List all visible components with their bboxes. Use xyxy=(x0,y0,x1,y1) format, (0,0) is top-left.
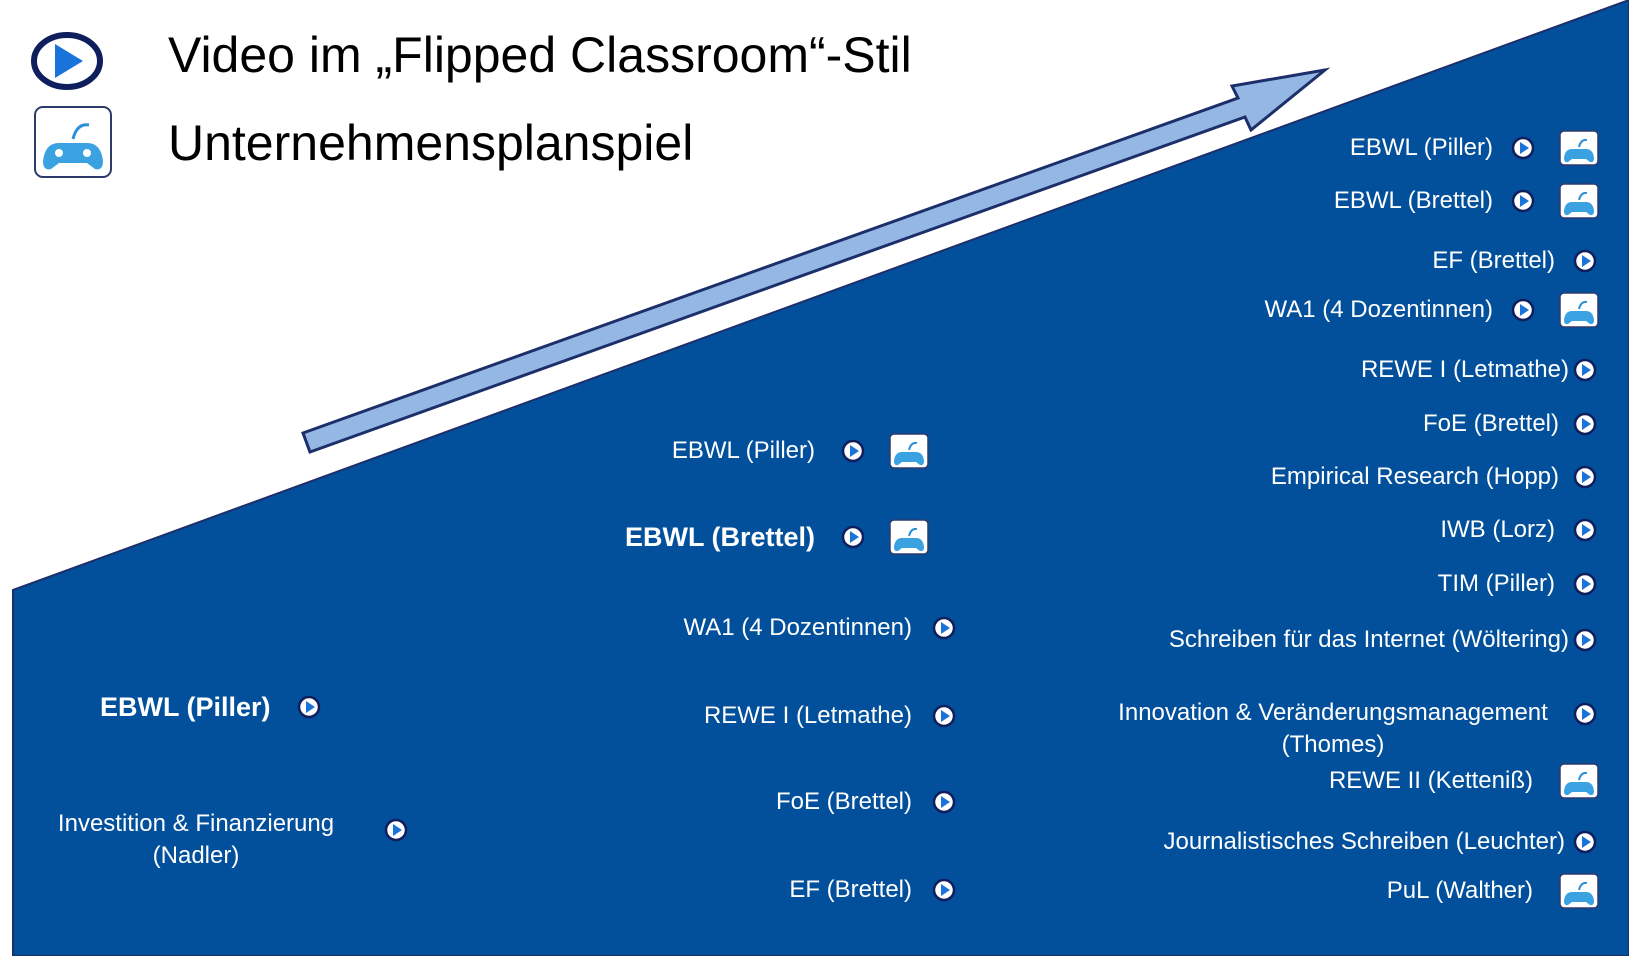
play-icon xyxy=(1511,136,1535,160)
play-icon xyxy=(384,818,408,842)
col3-item: Empirical Research (Hopp) xyxy=(1271,463,1597,491)
gamepad-icon xyxy=(1559,183,1599,219)
play-icon xyxy=(1573,572,1597,596)
col3-item-label: Innovation & Veränderungsmanagement xyxy=(1118,699,1548,726)
col2-item-label: EF (Brettel) xyxy=(789,876,912,903)
play-icon xyxy=(841,525,865,549)
growth-arrow xyxy=(301,67,1331,454)
play-icon xyxy=(1573,628,1597,652)
col3-item: FoE (Brettel) xyxy=(1423,410,1597,438)
play-icon xyxy=(1573,249,1597,273)
play-icon xyxy=(1573,412,1597,436)
col3-item-label: FoE (Brettel) xyxy=(1422,410,1559,437)
col2-item-label: EBWL (Piller) xyxy=(671,437,815,464)
play-icon xyxy=(1573,465,1597,489)
play-icon xyxy=(1511,189,1535,213)
gamepad-icon xyxy=(1559,763,1599,799)
col2-item-label: WA1 (4 Dozentinnen) xyxy=(683,614,912,641)
gamepad-icon xyxy=(889,433,929,469)
col3-item: TIM (Piller) xyxy=(1438,570,1597,598)
play-icon xyxy=(1511,298,1535,322)
play-icon xyxy=(1573,702,1597,726)
gamepad-icon xyxy=(889,519,929,555)
col2-item: EF (Brettel) xyxy=(789,876,956,904)
col1-item-label: EBWL (Piller) xyxy=(100,691,271,722)
col2-item: FoE (Brettel) xyxy=(776,788,956,816)
play-icon xyxy=(297,695,320,719)
gamepad-icon xyxy=(1559,292,1599,328)
col3-item-label: PuL (Walther) xyxy=(1386,877,1533,904)
col3-item: PuL (Walther) xyxy=(1387,873,1599,909)
col3-item-label: WA1 (4 Dozentinnen) xyxy=(1264,296,1493,323)
col3-item: Innovation & Veränderungsmanagement (Tho… xyxy=(1078,697,1588,761)
col3-item-label: EBWL (Brettel) xyxy=(1333,187,1493,214)
growth-area xyxy=(12,0,1629,956)
col1-item: Investition & Finanzierung (Nadler) xyxy=(26,808,366,872)
play-icon xyxy=(1573,358,1597,382)
col3-item: EF (Brettel) xyxy=(1432,247,1597,275)
col3-item-label: Journalistisches Schreiben (Leuchter) xyxy=(1163,828,1565,855)
play-icon xyxy=(1573,518,1597,542)
legend-game-label: Unternehmensplanspiel xyxy=(168,115,694,171)
col3-item: IWB (Lorz) xyxy=(1440,516,1597,544)
col3-item-label: REWE I (Letmathe) xyxy=(1360,356,1569,383)
col3-item-label: EBWL (Piller) xyxy=(1349,134,1493,161)
col2-item: EBWL (Brettel) xyxy=(625,519,929,555)
col3-item: EBWL (Brettel) xyxy=(1334,183,1599,219)
play-icon xyxy=(932,790,956,814)
col2-item-label: REWE I (Letmathe) xyxy=(703,702,912,729)
col3-item-label: REWE II (Ketteniß) xyxy=(1328,767,1533,794)
col3-item-label: Schreiben für das Internet (Wöltering) xyxy=(1168,626,1569,653)
col3-item: WA1 (4 Dozentinnen) xyxy=(1264,292,1599,328)
col3-item-label-line2: (Thomes) xyxy=(1281,731,1385,758)
play-icon xyxy=(932,616,956,640)
col3-item: REWE II (Ketteniß) xyxy=(1329,763,1599,799)
gamepad-icon xyxy=(1559,130,1599,166)
gamepad-icon xyxy=(34,106,112,178)
col2-item-label: FoE (Brettel) xyxy=(775,788,912,815)
col3-item-label: Empirical Research (Hopp) xyxy=(1270,463,1559,490)
play-icon xyxy=(841,439,865,463)
play-circle-icon xyxy=(31,32,103,90)
col1-item-label-line2: (Nadler) xyxy=(152,842,240,869)
play-icon xyxy=(932,878,956,902)
col2-item-label: EBWL (Brettel) xyxy=(624,521,815,552)
col2-item: REWE I (Letmathe) xyxy=(704,702,956,730)
legend-video-label: Video im „Flipped Classroom“-Stil xyxy=(168,27,912,83)
col2-item: EBWL (Piller) xyxy=(672,433,929,469)
gamepad-icon xyxy=(1559,873,1599,909)
col3-item-label: TIM (Piller) xyxy=(1437,570,1555,597)
col1-item-label: Investition & Finanzierung xyxy=(57,810,335,837)
col3-item: Journalistisches Schreiben (Leuchter) xyxy=(1163,828,1597,856)
col1-item: EBWL (Piller) xyxy=(100,692,321,723)
col3-item-label: IWB (Lorz) xyxy=(1440,516,1555,543)
col3-item: EBWL (Piller) xyxy=(1350,130,1599,166)
play-icon xyxy=(932,704,956,728)
col3-item: Schreiben für das Internet (Wöltering) xyxy=(1169,626,1597,654)
col2-item: WA1 (4 Dozentinnen) xyxy=(683,614,956,642)
play-icon xyxy=(1573,830,1597,854)
col3-item: REWE I (Letmathe) xyxy=(1361,356,1597,384)
col3-item-label: EF (Brettel) xyxy=(1432,247,1555,274)
